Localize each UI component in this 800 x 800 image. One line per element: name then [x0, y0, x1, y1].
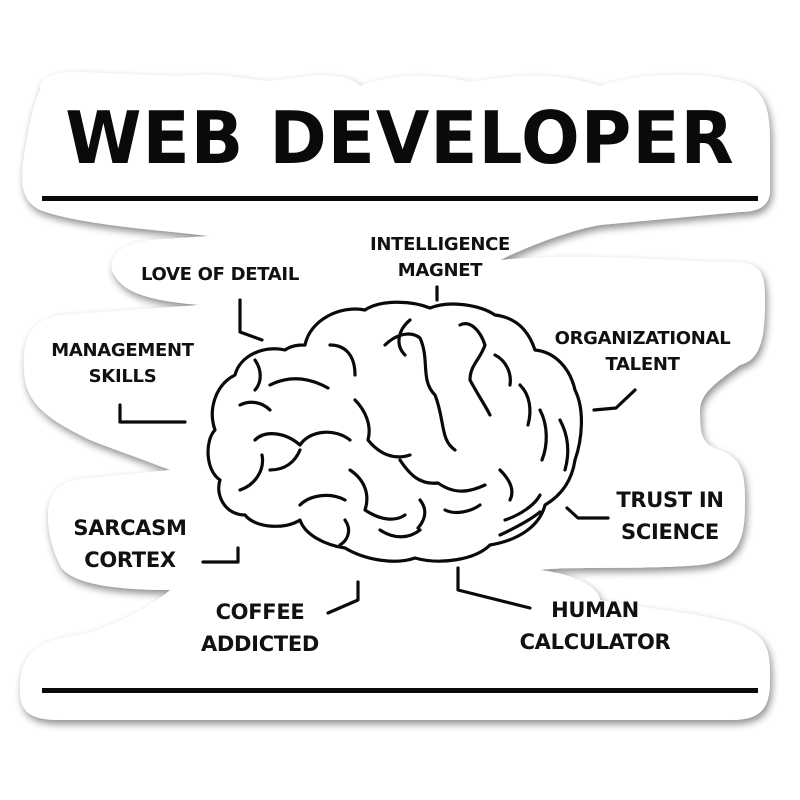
label-organizational-talent: ORGANIZATIONAL TALENT — [535, 326, 750, 378]
label-line: ADDICTED — [200, 632, 320, 656]
label-coffee-addicted: COFFEE ADDICTED — [180, 596, 340, 660]
top-divider — [42, 196, 758, 201]
label-line: TALENT — [605, 354, 680, 375]
label-line: HUMAN — [551, 598, 639, 622]
label-management-skills: MANAGEMENT SKILLS — [30, 338, 215, 390]
bottom-divider — [42, 688, 758, 693]
label-line: CORTEX — [84, 548, 176, 572]
label-line: SCIENCE — [621, 520, 719, 544]
label-intelligence-magnet: INTELLIGENCE MAGNET — [350, 232, 530, 284]
label-line: TRUST IN — [616, 488, 724, 512]
label-human-calculator: HUMAN CALCULATOR — [500, 594, 690, 658]
label-line: ORGANIZATIONAL — [554, 328, 731, 349]
label-love-of-detail: LOVE OF DETAIL — [120, 262, 320, 288]
label-line: SKILLS — [88, 366, 157, 387]
label-sarcasm-cortex: SARCASM CORTEX — [50, 512, 210, 576]
label-line: CALCULATOR — [519, 630, 671, 654]
label-line: INTELLIGENCE — [369, 234, 510, 255]
label-line: MANAGEMENT — [51, 340, 194, 361]
label-trust-in-science: TRUST IN SCIENCE — [595, 484, 745, 548]
label-line: COFFEE — [215, 600, 305, 624]
label-line: MAGNET — [397, 260, 483, 281]
label-line: LOVE OF DETAIL — [140, 264, 300, 285]
page-title: WEB DEVELOPER — [65, 96, 735, 180]
label-line: SARCASM — [73, 516, 187, 540]
